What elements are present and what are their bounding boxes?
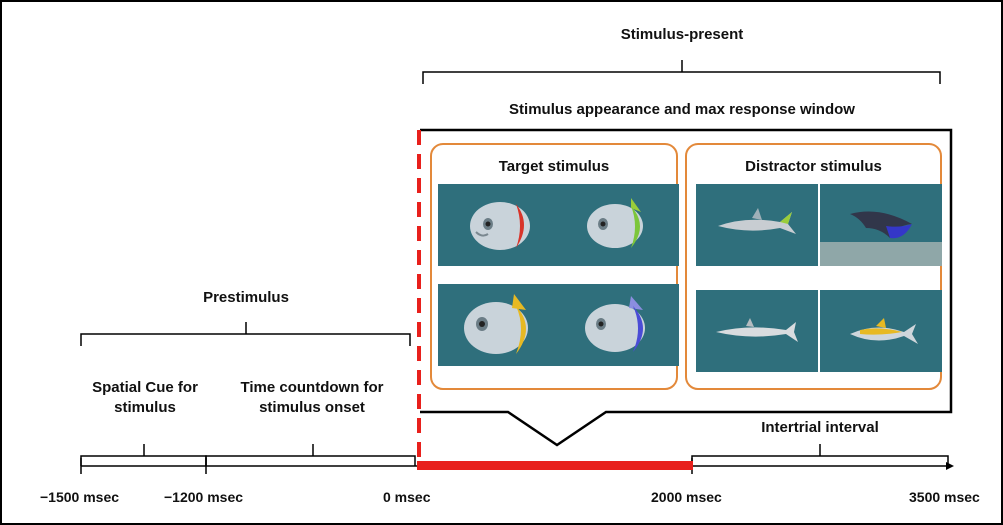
distractor-image-3 <box>696 290 818 372</box>
sunfish-red-fin-icon <box>438 184 560 266</box>
distractor-image-4 <box>820 290 942 372</box>
tuna-icon <box>820 290 942 372</box>
prestimulus-brace <box>80 322 411 346</box>
countdown-brace <box>205 444 416 466</box>
sunfish-yellow-fin-icon <box>438 284 560 366</box>
tick-label-minus-1200: −1200 msec <box>164 489 244 505</box>
response-window-label: Stimulus appearance and max response win… <box>509 101 855 118</box>
target-panel-border <box>430 143 678 390</box>
stimulus-interval-bar <box>417 461 693 470</box>
tick-label-minus-1500: −1500 msec <box>40 489 120 505</box>
tick-label-0: 0 msec <box>383 489 431 505</box>
intertrial-label: Intertrial interval <box>761 419 879 436</box>
target-image-4 <box>557 284 679 366</box>
sunfish-blue-fin-icon <box>557 284 679 366</box>
spatial-cue-label: Spatial Cue for stimulus <box>92 379 198 416</box>
sunfish-green-fin-icon <box>557 184 679 266</box>
target-image-1 <box>438 184 560 266</box>
timeline-arrowhead <box>946 462 954 470</box>
stimulus-present-brace <box>422 60 941 84</box>
distractor-image-2 <box>820 184 942 266</box>
barracuda-icon <box>696 290 818 372</box>
target-image-3 <box>438 284 560 366</box>
target-panel-title: Target stimulus <box>498 158 610 175</box>
stimulus-present-label: Stimulus-present <box>620 26 744 43</box>
intertrial-brace <box>691 444 949 466</box>
distractor-panel-title: Distractor stimulus <box>745 158 882 175</box>
tick-label-3500: 3500 msec <box>909 489 980 505</box>
distractor-image-1 <box>696 184 818 266</box>
spatial-cue-brace <box>80 444 207 466</box>
target-image-2 <box>557 184 679 266</box>
manta-ray-icon <box>820 184 942 266</box>
distractor-panel-border <box>685 143 942 390</box>
tick-label-2000: 2000 msec <box>651 489 722 505</box>
response-window-callout <box>420 128 953 447</box>
countdown-label: Time countdown for stimulus onset <box>240 379 384 416</box>
shark-icon <box>696 184 818 266</box>
prestimulus-label: Prestimulus <box>203 289 289 306</box>
